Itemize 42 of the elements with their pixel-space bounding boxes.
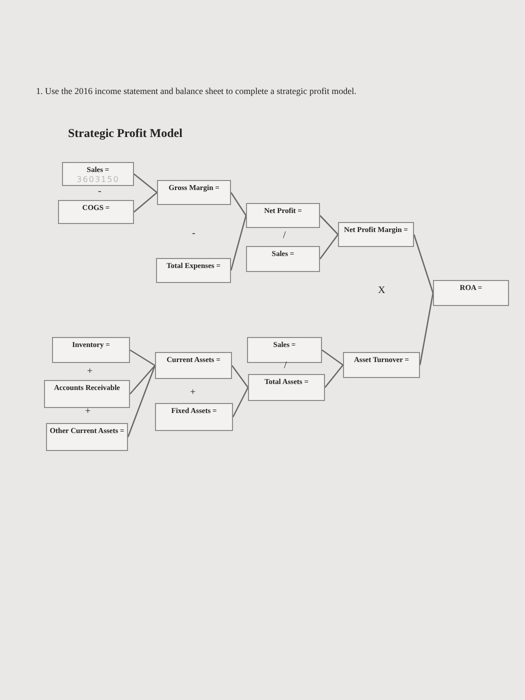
connector-line bbox=[230, 215, 247, 271]
connector-line bbox=[127, 365, 156, 438]
answer-box bbox=[62, 162, 134, 186]
plus-sign: + bbox=[190, 387, 196, 398]
connector-line bbox=[134, 192, 158, 212]
plus-sign: + bbox=[85, 406, 91, 417]
answer-box bbox=[44, 380, 130, 408]
divide-sign: / bbox=[284, 360, 287, 371]
answer-box bbox=[156, 258, 231, 283]
answer-box bbox=[247, 337, 322, 363]
connector-line bbox=[130, 365, 156, 394]
divide-sign: / bbox=[283, 230, 286, 241]
answer-box bbox=[343, 352, 420, 378]
connector-line bbox=[324, 364, 344, 388]
answer-box bbox=[246, 246, 320, 272]
connector-line bbox=[130, 349, 156, 366]
minus-sign: - bbox=[98, 186, 102, 197]
answer-box bbox=[58, 200, 134, 224]
answer-box bbox=[248, 374, 325, 401]
connector-line bbox=[419, 292, 434, 366]
answer-box bbox=[155, 352, 232, 379]
answer-box bbox=[46, 423, 128, 451]
minus-sign: - bbox=[192, 228, 196, 239]
plus-sign: + bbox=[87, 366, 93, 377]
answer-box bbox=[157, 180, 231, 205]
connector-line bbox=[413, 234, 434, 294]
answer-box bbox=[338, 222, 414, 247]
instruction-text: 1. Use the 2016 income statement and balance sheet to complete a strategic profit model. bbox=[36, 86, 356, 96]
connector-line bbox=[232, 387, 249, 418]
answer-box bbox=[433, 280, 509, 306]
connector-line bbox=[322, 349, 344, 366]
connector-line bbox=[230, 192, 247, 216]
handwritten-number: 3603150 bbox=[76, 174, 120, 184]
connector-line bbox=[320, 215, 338, 235]
connector-line bbox=[231, 365, 249, 388]
times-sign: X bbox=[378, 285, 386, 296]
diagram-title: Strategic Profit Model bbox=[68, 126, 182, 141]
connector-line bbox=[319, 234, 339, 260]
answer-box bbox=[52, 337, 130, 363]
answer-box bbox=[246, 203, 320, 228]
answer-box bbox=[155, 403, 233, 431]
connector-line bbox=[134, 174, 158, 193]
